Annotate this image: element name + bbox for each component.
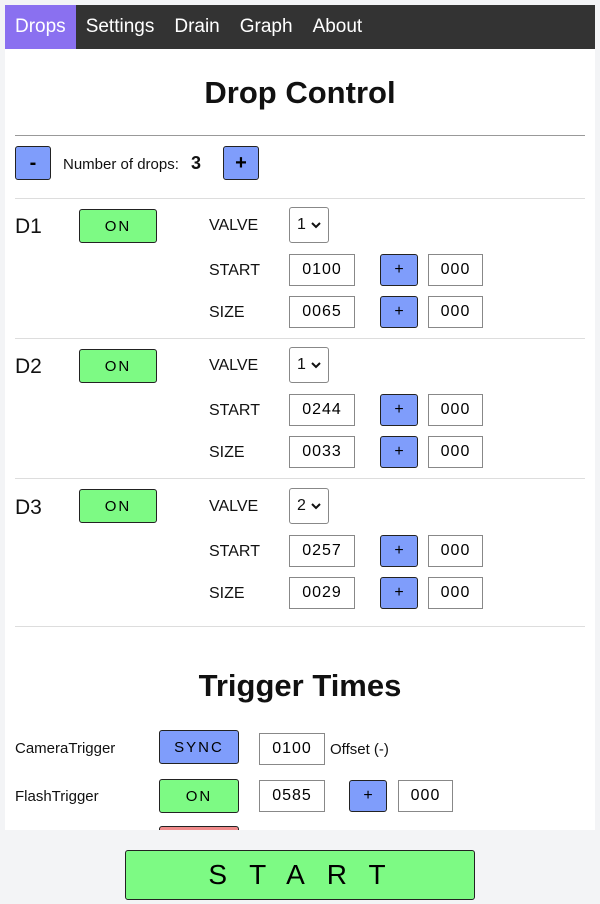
size-label: SIZE [209,585,245,602]
start-extra-input[interactable] [428,254,483,286]
title-divider [15,135,585,136]
start-extra-input[interactable] [428,535,483,567]
app-frame: Drops Settings Drain Graph About Drop Co… [5,5,595,830]
start-extra-input[interactable] [428,394,483,426]
size-extra-input[interactable] [428,436,483,468]
flash-trigger-input[interactable] [259,780,325,812]
size-label: SIZE [209,304,245,321]
trigger-times-title: Trigger Times [198,668,402,703]
valve-select[interactable]: 1 [289,207,329,243]
drop-toggle-button[interactable]: ON [79,209,157,243]
size-plus-button[interactable]: + [380,436,418,468]
size-extra-input[interactable] [428,577,483,609]
drop-label: D3 [15,496,42,519]
valve-label: VALVE [209,217,259,234]
drop-label: D1 [15,215,42,238]
size-label: SIZE [209,444,245,461]
valve-label: VALVE [209,357,259,374]
nav-tab-about[interactable]: About [312,16,363,37]
flash-toggle-button[interactable]: ON [159,779,239,813]
camera-sync-button[interactable]: SYNC [159,730,239,764]
decrease-drops-button[interactable]: - [15,146,51,180]
flash-plus-button[interactable]: + [349,780,387,812]
drop-toggle-button[interactable]: ON [79,489,157,523]
valve-select[interactable]: 2 [289,488,329,524]
camera-offset-label: Offset (-) [330,741,389,758]
valve-select-value: 2 [297,497,306,514]
start-plus-button[interactable]: + [380,394,418,426]
divider [15,338,585,339]
size-plus-button[interactable]: + [380,296,418,328]
start-plus-button[interactable]: + [380,254,418,286]
next-trigger-button-partial[interactable] [159,826,239,830]
flash-extra-input[interactable] [398,780,453,812]
nav-tab-drain[interactable]: Drain [174,16,220,37]
nav-tab-graph[interactable]: Graph [239,16,293,37]
size-input[interactable] [289,296,355,328]
valve-select-value: 1 [297,216,306,233]
drop-count-label: Number of drops: [63,156,179,173]
size-input[interactable] [289,577,355,609]
chevron-down-icon [311,222,321,229]
start-label: START [209,543,260,560]
divider [15,478,585,479]
start-label: START [209,262,260,279]
size-input[interactable] [289,436,355,468]
page-title: Drop Control [204,75,396,110]
drop-label: D2 [15,355,42,378]
size-plus-button[interactable]: + [380,577,418,609]
drop-count-value: 3 [191,153,202,173]
valve-select-value: 1 [297,356,306,373]
start-button[interactable]: START [125,850,475,900]
chevron-down-icon [311,503,321,510]
increase-drops-button[interactable]: + [223,146,259,180]
drop-toggle-button[interactable]: ON [79,349,157,383]
valve-label: VALVE [209,498,259,515]
camera-trigger-input[interactable] [259,733,325,765]
start-label: START [209,402,260,419]
nav-tab-drops[interactable]: Drops [5,5,76,49]
nav-bar: Drops Settings Drain Graph About [5,5,595,49]
camera-trigger-label: CameraTrigger [15,740,116,757]
divider [15,198,585,199]
start-input[interactable] [289,254,355,286]
flash-trigger-label: FlashTrigger [15,788,99,805]
valve-select[interactable]: 1 [289,347,329,383]
nav-tab-settings[interactable]: Settings [85,16,155,37]
size-extra-input[interactable] [428,296,483,328]
divider [15,626,585,627]
start-input[interactable] [289,394,355,426]
start-input[interactable] [289,535,355,567]
start-plus-button[interactable]: + [380,535,418,567]
chevron-down-icon [311,362,321,369]
